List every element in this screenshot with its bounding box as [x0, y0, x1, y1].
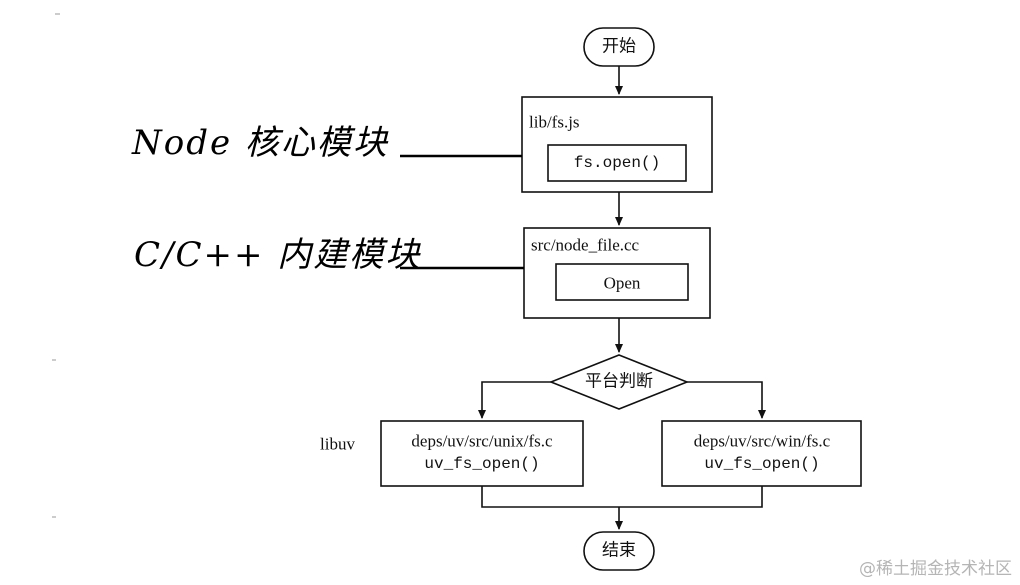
libuv-side-label: libuv [320, 434, 355, 454]
connector-decision-unix [478, 381, 551, 419]
platform-decision-diamond [548, 354, 690, 410]
fs-open-label: fs.open() [573, 154, 661, 172]
unix-path-label: deps/uv/src/unix/fs.c [411, 431, 553, 451]
open-label: Open [603, 273, 641, 293]
node-file-title: src/node_file.cc [531, 235, 640, 255]
start-label: 开始 [602, 36, 636, 57]
c-cpp-builtin-module-annotation: C/C++ 内建模块 [134, 235, 422, 275]
unix-fn-label: uv_fs_open() [424, 455, 540, 473]
watermark: @稀土掘金技术社区 [859, 559, 1012, 579]
fs-open-inner-box [547, 144, 687, 182]
end-label: 结束 [602, 540, 636, 561]
connector-win-merge [619, 486, 763, 508]
win-path-label: deps/uv/src/win/fs.c [693, 431, 831, 451]
platform-decision-label: 平台判断 [585, 371, 653, 392]
win-fn-label: uv_fs_open() [704, 455, 820, 473]
open-inner-box [555, 263, 689, 301]
win-fs-box [661, 420, 862, 487]
connector-unix-merge [481, 486, 619, 508]
lib-fs-title: lib/fs.js [529, 112, 580, 132]
node-core-module-annotation: Node 核心模块 [132, 123, 389, 163]
end-terminator [583, 531, 655, 571]
connector-decision-win [687, 381, 766, 419]
